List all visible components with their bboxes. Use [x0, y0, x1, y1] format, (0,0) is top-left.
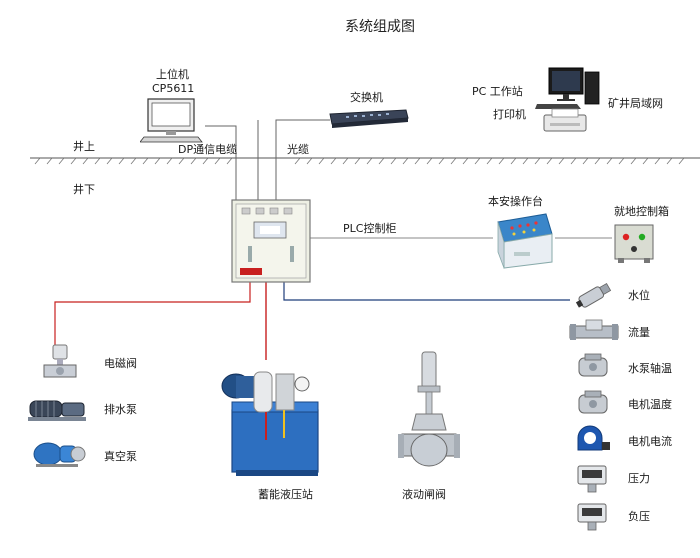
solenoid-valve-label: 电磁阀 [104, 357, 137, 370]
red-line-left [54, 282, 251, 345]
ground-hatching [34, 157, 685, 165]
host-computer-icon [140, 98, 203, 143]
gate-valve-label: 液动闸阀 [402, 488, 446, 501]
diagram-title: 系统组成图 [345, 19, 415, 35]
pump-bearing-temp-sensor-icon [578, 353, 608, 377]
fiber-line-right [275, 119, 330, 200]
solenoid-valve-icon [43, 344, 77, 378]
hydraulic-station-icon [221, 371, 319, 476]
motor-temp-label: 电机温度 [628, 398, 672, 411]
negative-pressure-label: 负压 [628, 510, 650, 523]
intrinsic-console-icon [497, 213, 553, 269]
host-label-line2: CP5611 [152, 82, 195, 95]
drain-pump-label: 排水泵 [104, 403, 137, 416]
pc-station-label: PC 工作站 [472, 85, 523, 98]
dp-cable-label: DP通信电缆 [178, 143, 238, 156]
motor-temp-sensor-icon [578, 390, 608, 414]
flow-label: 流量 [628, 326, 650, 339]
motor-current-sensor-icon [577, 425, 610, 451]
motor-current-label: 电机电流 [628, 435, 672, 448]
pump-bearing-temp-label: 水泵轴温 [628, 362, 672, 375]
local-control-box-label: 就地控制箱 [614, 205, 669, 218]
pressure-sensor-icon [577, 465, 607, 493]
printer-icon [543, 108, 587, 132]
plc-cabinet-icon [231, 199, 311, 283]
water-level-sensor-icon [575, 282, 612, 308]
gate-valve-icon [398, 351, 460, 467]
pc-workstation-icon [535, 67, 600, 109]
blue-line [283, 282, 570, 301]
pressure-label: 压力 [628, 472, 650, 485]
plc-cabinet-label: PLC控制柜 [343, 222, 397, 235]
water-level-label: 水位 [628, 289, 650, 302]
vacuum-pump-label: 真空泵 [104, 450, 137, 463]
drain-pump-icon [28, 400, 86, 421]
dp-cable-line [205, 125, 237, 200]
network-switch-icon [329, 109, 409, 128]
hydraulic-station-label: 蓄能液压站 [258, 488, 313, 501]
flow-meter-icon [569, 319, 619, 340]
mine-lan-label: 矿井局域网 [608, 97, 663, 110]
local-control-box-icon [614, 224, 654, 263]
fiber-label: 光缆 [287, 143, 309, 156]
underground-label: 井下 [73, 183, 95, 196]
host-label-line1: 上位机 [156, 68, 189, 81]
above-ground-label: 井上 [73, 140, 95, 153]
intrinsic-console-label: 本安操作台 [488, 195, 543, 208]
negative-pressure-sensor-icon [577, 503, 607, 531]
printer-label: 打印机 [493, 108, 526, 121]
switch-label: 交换机 [350, 91, 383, 104]
vacuum-pump-icon [33, 442, 86, 467]
